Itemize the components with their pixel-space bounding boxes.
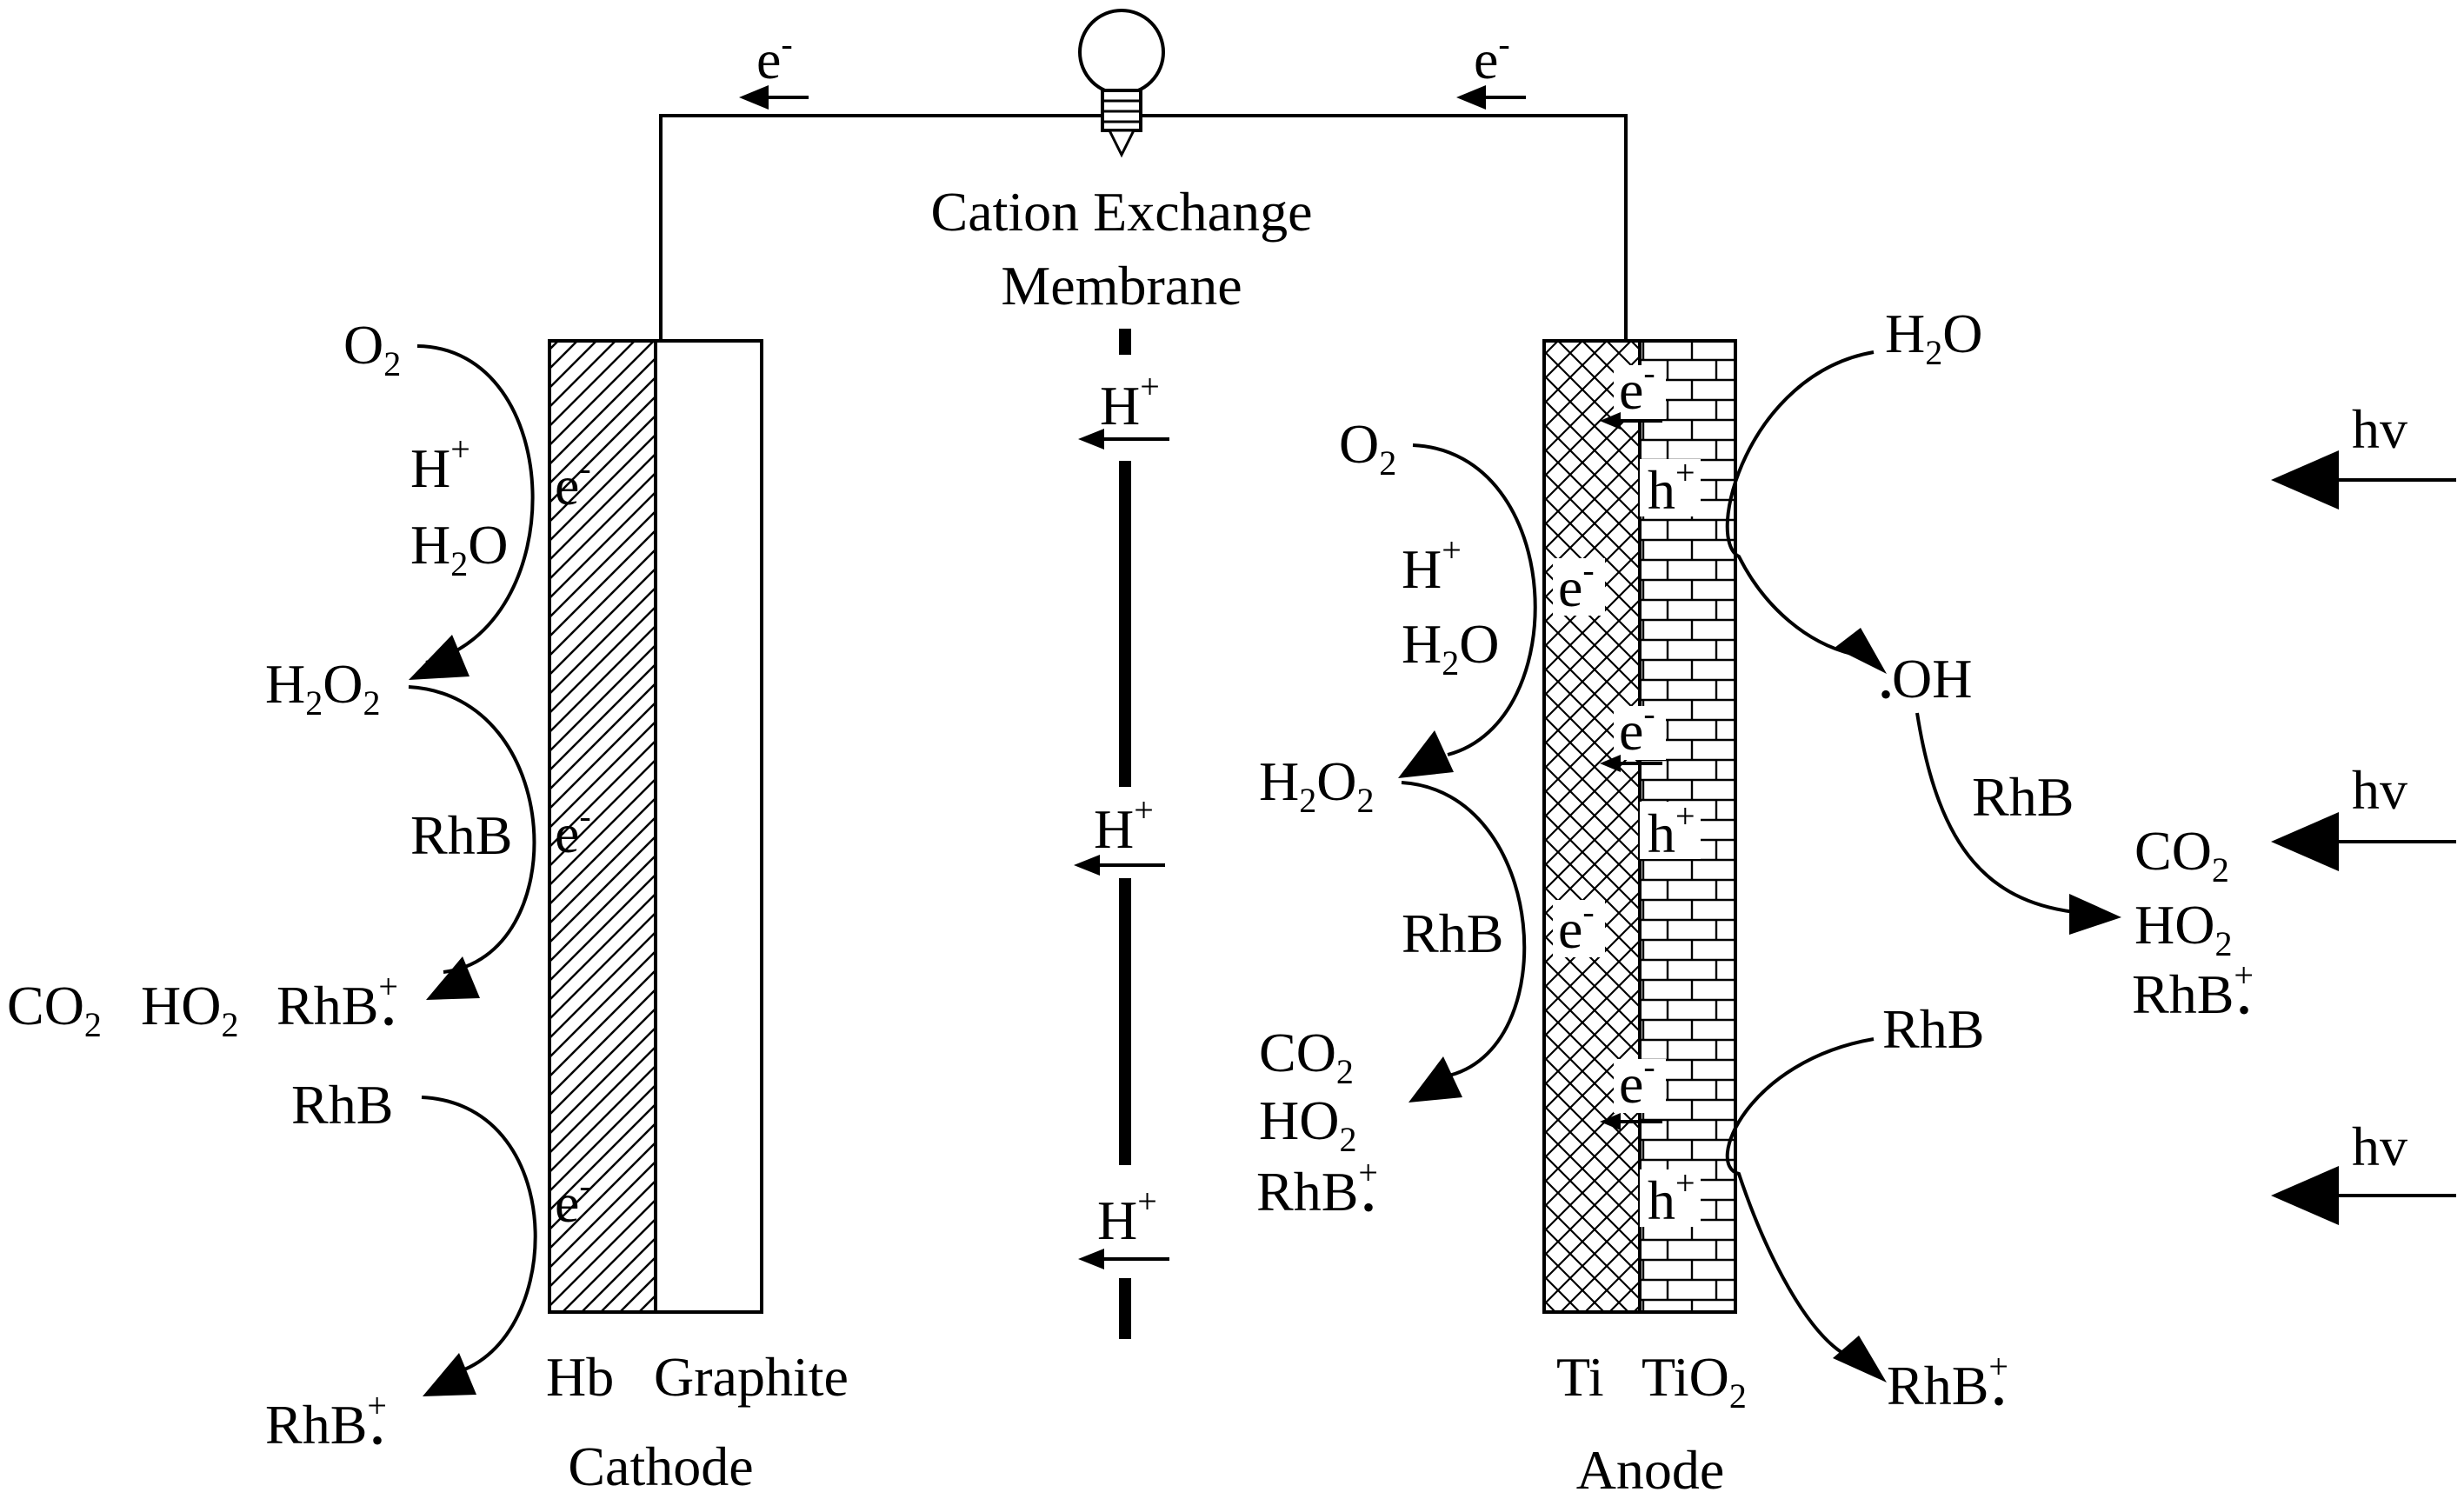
wire-electron-left: e- <box>756 24 793 90</box>
proton-transfer-bottom: H+ <box>1078 1182 1169 1269</box>
svg-text:hv: hv <box>2352 759 2407 821</box>
svg-text:H2O2: H2O2 <box>265 653 380 723</box>
cathode-electrode <box>548 339 763 1314</box>
svg-text:h+: h+ <box>1648 1163 1695 1231</box>
anode-right-reaction-arrows <box>1725 350 2121 1382</box>
svg-text:H+: H+ <box>410 430 470 499</box>
svg-text:h+: h+ <box>1648 796 1695 864</box>
svg-text:e-: e- <box>1619 1047 1655 1115</box>
anode-caption: Anode <box>1576 1439 1725 1499</box>
svg-text:H2O: H2O <box>410 514 508 583</box>
anode-internal-labels: e- h+ e- e- h+ e- e- h+ <box>1553 353 1701 1231</box>
svg-text:CO2: CO2 <box>2134 820 2229 889</box>
cathode-layer-hb: Hb <box>546 1346 614 1408</box>
anode-left-reaction-arrows <box>1398 443 1537 1103</box>
svg-text:e-: e- <box>1619 694 1655 762</box>
svg-text:H+: H+ <box>1097 1182 1157 1251</box>
svg-text:O2: O2 <box>1339 413 1396 483</box>
svg-text:H+: H+ <box>1402 530 1462 600</box>
svg-text:h+: h+ <box>1648 453 1695 521</box>
svg-text:RhB: RhB <box>1402 903 1503 964</box>
proton-transfer-middle: H+ <box>1074 790 1165 876</box>
svg-text:RhB+•: RhB+• <box>276 967 398 1041</box>
svg-text:RhB: RhB <box>1972 766 2074 828</box>
svg-text:e-: e- <box>555 449 591 516</box>
svg-text:RhB+•: RhB+• <box>1887 1347 2008 1421</box>
anode-layer-tio2: TiO2 <box>1642 1346 1747 1416</box>
svg-text:e-: e- <box>1558 892 1595 960</box>
svg-text:hv: hv <box>2352 398 2407 460</box>
light-arrow-middle: hv <box>2271 759 2456 871</box>
cathode-reaction-arrows <box>408 344 537 1396</box>
svg-text:RhB: RhB <box>410 804 512 866</box>
wire-electron-right: e- <box>1474 24 1510 90</box>
external-circuit <box>659 85 1628 341</box>
svg-text:H2O2: H2O2 <box>1259 750 1374 820</box>
svg-text:CO2: CO2 <box>7 975 102 1044</box>
anode-left-labels: O2 H+ H2O H2O2 RhB CO2 HO2 RhB+• <box>1256 413 1503 1227</box>
anode-right-labels: H2O •OH RhB CO2 HO2 RhB+• RhB RhB+• <box>1880 303 2254 1421</box>
svg-text:RhB+•: RhB+• <box>2132 956 2254 1029</box>
cathode-caption: Cathode <box>568 1436 753 1497</box>
svg-text:e-: e- <box>555 796 591 864</box>
svg-text:HO2: HO2 <box>1259 1089 1356 1159</box>
svg-text:H2O: H2O <box>1402 613 1499 683</box>
svg-text:H+: H+ <box>1100 367 1160 436</box>
membrane-title-line1: Cation Exchange <box>931 181 1313 243</box>
light-arrow-top: hv <box>2271 398 2456 510</box>
light-bulb-icon <box>1078 9 1165 158</box>
svg-text:H2O: H2O <box>1885 303 1982 372</box>
cathode-labels: O2 H+ H2O H2O2 RhB CO2 HO2 RhB+• RhB RhB… <box>7 314 591 1460</box>
svg-text:RhB+•: RhB+• <box>265 1386 387 1460</box>
svg-text:e-: e- <box>1619 353 1655 421</box>
proton-transfer-top: H+ <box>1078 367 1169 450</box>
svg-text:hv: hv <box>2352 1116 2407 1177</box>
svg-text:e-: e- <box>555 1166 591 1234</box>
svg-text:HO2: HO2 <box>2134 894 2232 963</box>
svg-text:HO2: HO2 <box>141 975 238 1044</box>
light-arrow-bottom: hv <box>2271 1116 2456 1225</box>
svg-text:•OH: •OH <box>1880 648 1972 714</box>
svg-text:RhB: RhB <box>291 1074 393 1136</box>
svg-text:CO2: CO2 <box>1259 1022 1354 1091</box>
svg-text:RhB: RhB <box>1882 998 1984 1060</box>
anode-layer-ti: Ti <box>1556 1346 1604 1408</box>
svg-text:O2: O2 <box>343 314 401 383</box>
svg-text:H+: H+ <box>1094 790 1154 860</box>
svg-text:RhB+•: RhB+• <box>1256 1153 1378 1227</box>
cathode-layer-graphite: Graphite <box>654 1346 849 1408</box>
svg-text:e-: e- <box>1558 550 1595 618</box>
membrane-title-line2: Membrane <box>1001 255 1242 316</box>
